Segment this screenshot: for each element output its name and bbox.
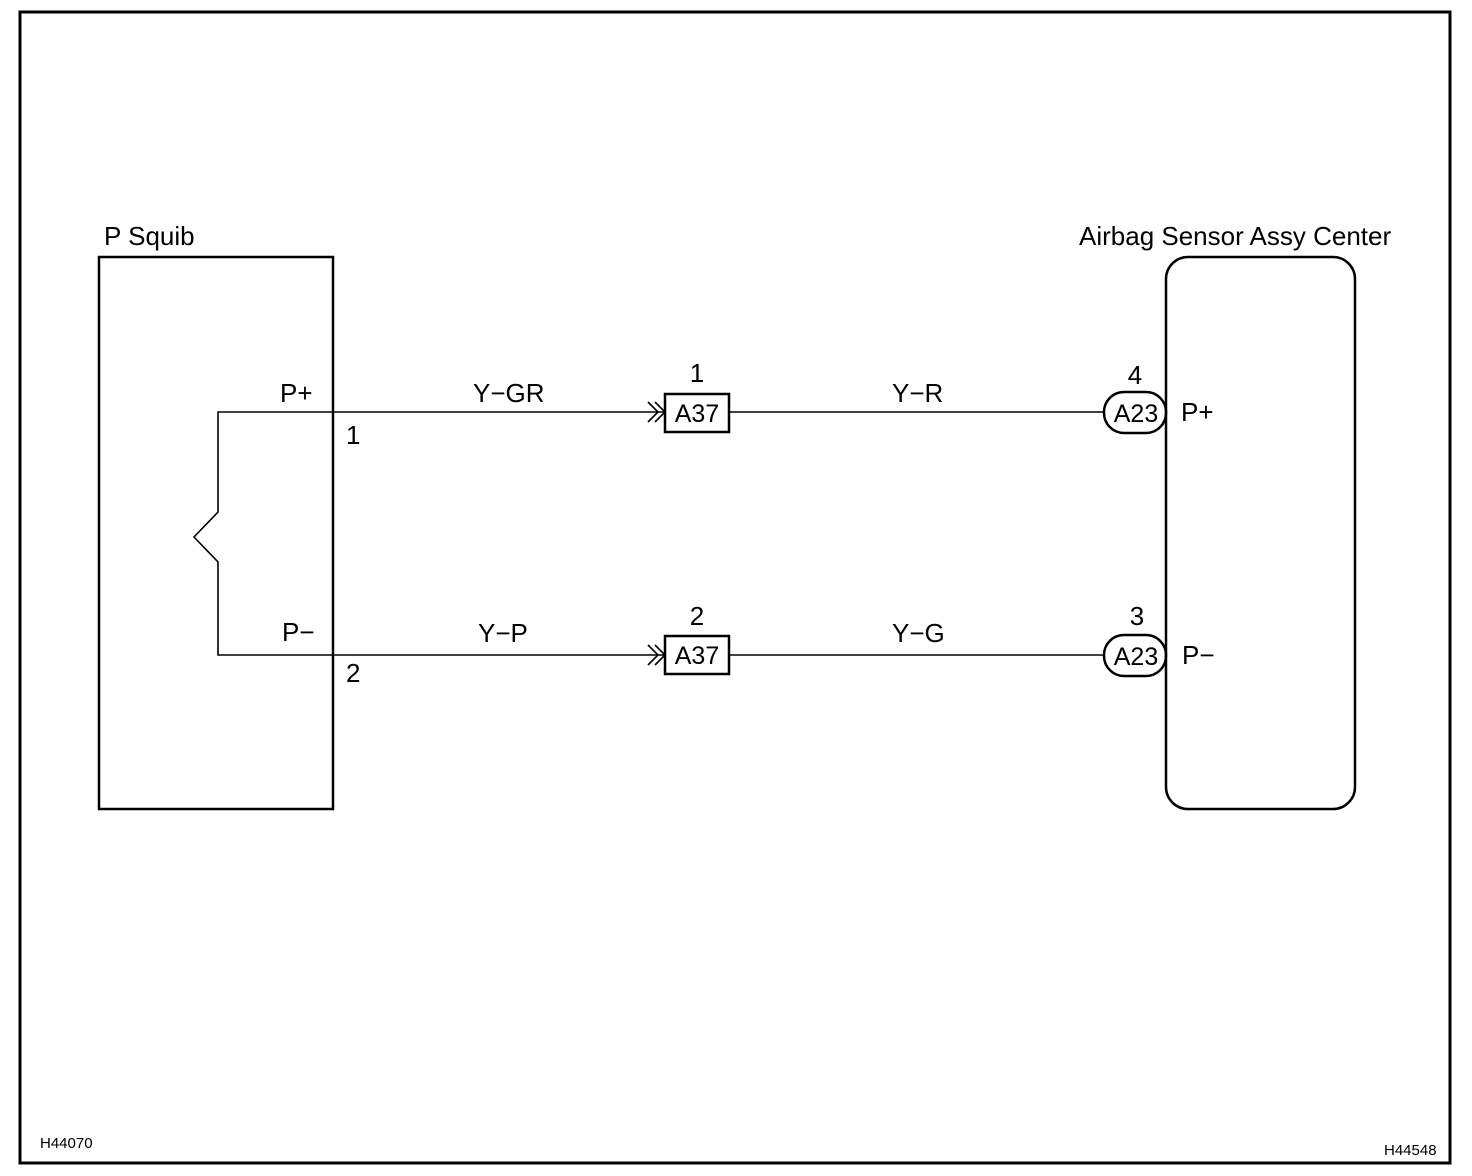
ecu-connector-oval [1102, 390, 1168, 435]
diagram-frame [18, 10, 1452, 1165]
left-pin-number-2: 2 [346, 658, 360, 688]
junction-connector-code: A37 [675, 400, 719, 428]
left-component-title: P Squib [104, 221, 195, 251]
wire-color-label: Y−P [478, 618, 528, 648]
right-component-box [1164, 255, 1357, 811]
right-component-title: Airbag Sensor Assy Center [1079, 221, 1391, 251]
right-pin-label-pminus: P− [1182, 640, 1215, 670]
junction-connector-code: A37 [675, 642, 719, 670]
junction-pin-number: 2 [690, 601, 704, 631]
ecu-connector-code: A23 [1114, 400, 1158, 428]
wire-color-label: Y−GR [473, 378, 545, 408]
connector-chevron-icon [647, 401, 660, 423]
left-pin-number-1: 1 [346, 420, 360, 450]
left-component-box [97, 255, 335, 811]
figure-code-right: H44548 [1384, 1142, 1437, 1159]
junction-pin-number: 1 [690, 358, 704, 388]
wire-color-label: Y−R [892, 378, 943, 408]
left-pin-label-pplus: P+ [280, 378, 313, 408]
figure-code-left: H44070 [40, 1135, 93, 1152]
ecu-pin-number: 4 [1128, 360, 1142, 390]
junction-connector-box [663, 392, 731, 434]
ecu-connector-code: A23 [1114, 643, 1158, 671]
squib-element-symbol [192, 411, 335, 656]
ecu-connector-oval [1102, 633, 1168, 678]
connector-chevron-icon [647, 644, 660, 666]
right-pin-label-pplus: P+ [1181, 397, 1214, 427]
left-pin-label-pminus: P− [282, 617, 315, 647]
ecu-pin-number: 3 [1130, 601, 1144, 631]
wire-color-label: Y−G [892, 618, 945, 648]
